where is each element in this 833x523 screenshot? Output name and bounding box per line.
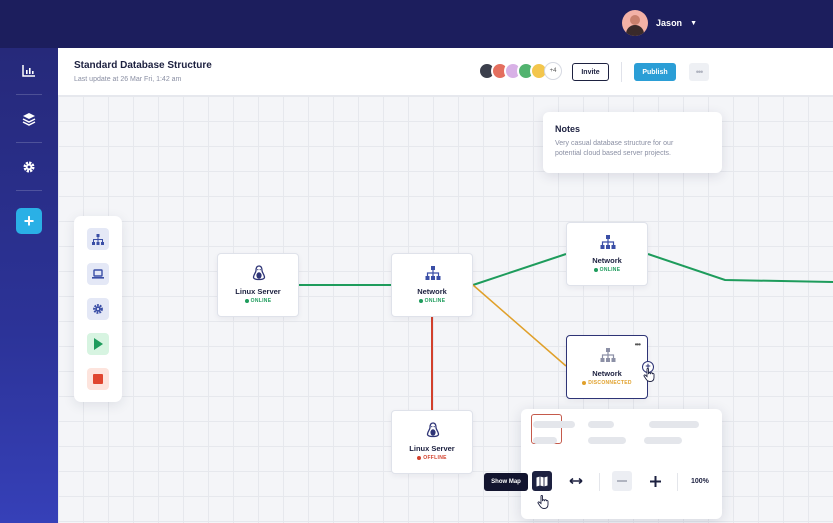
node-linux-server[interactable]: Linux Server OFFLINE bbox=[391, 410, 473, 474]
zoom-in-button[interactable] bbox=[645, 471, 665, 491]
status-dot bbox=[244, 299, 249, 303]
zoom-level: 100% bbox=[691, 478, 709, 485]
hierarchy-icon[interactable] bbox=[87, 228, 109, 250]
map-controls-divider bbox=[677, 473, 678, 491]
status-badge: ONLINE bbox=[567, 267, 647, 273]
minimap-placeholder bbox=[533, 437, 557, 444]
node-linux-server[interactable]: Linux Server ONLINE bbox=[217, 253, 299, 317]
invite-button[interactable]: Invite bbox=[572, 63, 609, 81]
notes-card[interactable]: Notes Very casual database structure for… bbox=[543, 112, 722, 173]
hand-cursor-icon bbox=[643, 368, 655, 382]
status-dot bbox=[593, 268, 598, 272]
node-label: Network bbox=[592, 369, 622, 378]
minus-icon bbox=[617, 480, 627, 482]
node-network-selected[interactable]: ••• Network DISCONNECTED + bbox=[566, 335, 654, 399]
user-avatar[interactable] bbox=[622, 10, 649, 36]
status-dot bbox=[582, 381, 587, 385]
diagram-canvas[interactable]: Notes Very casual database structure for… bbox=[58, 96, 833, 523]
stop-icon[interactable] bbox=[87, 368, 109, 390]
minimap-placeholder bbox=[588, 437, 626, 444]
linux-icon bbox=[252, 265, 266, 281]
user-name[interactable]: Jason bbox=[656, 18, 683, 28]
sidebar-divider bbox=[16, 142, 42, 143]
minimap-placeholder bbox=[533, 421, 575, 428]
status-badge: ONLINE bbox=[218, 298, 298, 304]
minimap-placeholder bbox=[644, 437, 682, 444]
notes-body: Very casual database structure for our p… bbox=[555, 140, 674, 157]
show-map-tooltip: Show Map bbox=[484, 473, 528, 491]
zoom-out-button[interactable] bbox=[612, 471, 632, 491]
gear-icon[interactable] bbox=[87, 298, 109, 320]
connection-lines bbox=[299, 253, 833, 410]
collaborator-avatars[interactable]: +4 bbox=[478, 62, 562, 80]
play-icon[interactable] bbox=[87, 333, 109, 355]
node-network[interactable]: Network ONLINE bbox=[391, 253, 473, 317]
publish-button[interactable]: Publish bbox=[634, 63, 676, 81]
status-dot bbox=[418, 299, 423, 303]
linux-icon bbox=[426, 422, 440, 438]
user-menu[interactable]: Jason ▼ bbox=[622, 10, 697, 36]
map-controls-divider bbox=[599, 473, 600, 491]
sidebar-divider bbox=[16, 94, 42, 95]
more-collaborators-badge[interactable]: +4 bbox=[544, 62, 562, 80]
layers-icon[interactable] bbox=[16, 106, 42, 132]
page-header: Standard Database Structure Last update … bbox=[58, 48, 833, 96]
network-icon bbox=[425, 266, 441, 280]
connection-line[interactable] bbox=[472, 284, 567, 367]
node-label: Network bbox=[417, 287, 447, 296]
node-network[interactable]: Network ONLINE bbox=[566, 222, 648, 286]
sidebar: + bbox=[0, 48, 58, 523]
status-dot bbox=[417, 456, 422, 460]
last-update-text: Last update at 26 Mar Fri, 1:42 am bbox=[74, 76, 182, 83]
node-label: Network bbox=[592, 256, 622, 265]
fit-width-button[interactable] bbox=[566, 471, 586, 491]
minimap-panel: 100% bbox=[521, 409, 722, 519]
sidebar-divider bbox=[16, 190, 42, 191]
node-label: Linux Server bbox=[235, 287, 281, 296]
show-map-button[interactable] bbox=[532, 471, 552, 491]
status-badge: ONLINE bbox=[392, 298, 472, 304]
bar-chart-icon[interactable] bbox=[16, 58, 42, 84]
network-icon bbox=[600, 235, 616, 249]
header-divider bbox=[621, 62, 622, 82]
plus-icon bbox=[649, 475, 661, 487]
gear-icon[interactable] bbox=[16, 154, 42, 180]
arrows-horizontal-icon bbox=[569, 477, 583, 485]
tool-palette bbox=[74, 216, 122, 402]
laptop-icon[interactable] bbox=[87, 263, 109, 285]
add-button[interactable]: + bbox=[16, 208, 42, 234]
page-title: Standard Database Structure bbox=[74, 60, 212, 71]
more-options-button[interactable]: ••• bbox=[689, 63, 709, 81]
chevron-down-icon[interactable]: ▼ bbox=[690, 19, 697, 27]
status-badge: OFFLINE bbox=[392, 455, 472, 461]
hand-cursor-icon bbox=[537, 495, 549, 509]
status-badge: DISCONNECTED bbox=[567, 380, 647, 386]
network-icon bbox=[600, 348, 616, 362]
connection-line[interactable] bbox=[472, 253, 567, 286]
notes-title: Notes bbox=[555, 124, 581, 134]
map-icon bbox=[536, 476, 548, 486]
minimap-placeholder bbox=[588, 421, 614, 428]
node-label: Linux Server bbox=[409, 444, 455, 453]
node-more-icon[interactable]: ••• bbox=[634, 340, 641, 349]
minimap-placeholder bbox=[649, 421, 699, 428]
top-bar: Jason ▼ bbox=[0, 0, 833, 48]
connection-line[interactable] bbox=[647, 253, 833, 283]
